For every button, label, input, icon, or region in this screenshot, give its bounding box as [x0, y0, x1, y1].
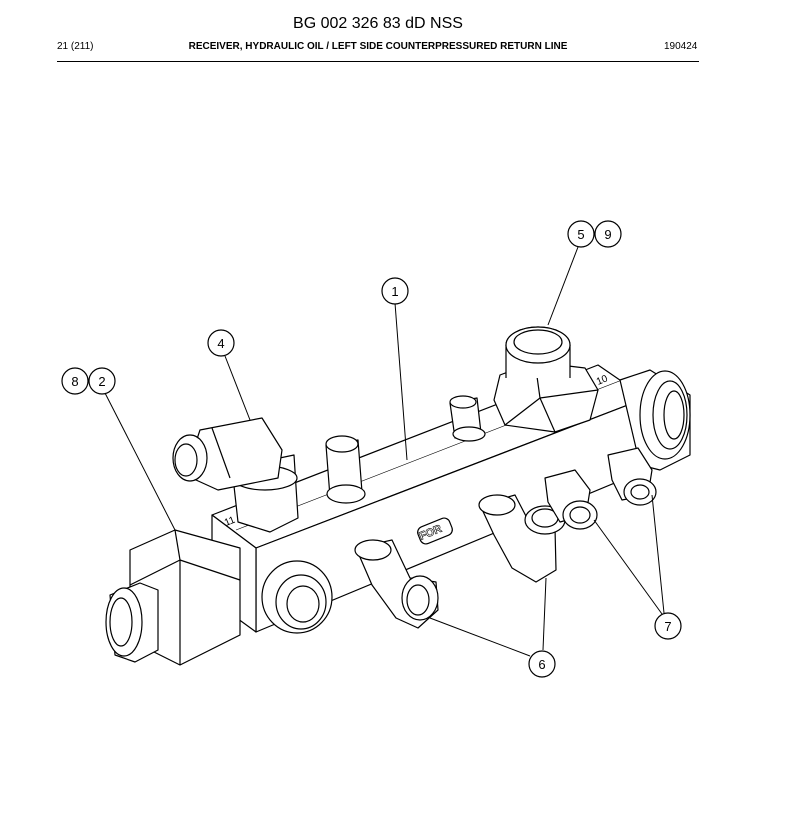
callout-6: 6: [528, 650, 556, 678]
small-hex-fitting-b: [607, 447, 657, 506]
large-hex-fitting: [493, 326, 599, 433]
callout-9: 8: [61, 367, 89, 395]
page-caption: RECEIVER, HYDRAULIC OIL / LEFT SIDE COUN…: [188, 41, 568, 52]
top-nipple-fitting: [449, 395, 486, 442]
callout-8: 9: [594, 220, 622, 248]
revision-date: 190424: [664, 41, 698, 52]
svg-text:2: 2: [98, 374, 105, 389]
top-small-fitting: [325, 435, 366, 504]
svg-text:8: 8: [71, 374, 78, 389]
callout-5: 5: [567, 220, 595, 248]
callout-1: 1: [381, 277, 409, 305]
svg-text:1: 1: [391, 284, 398, 299]
header-rule: [57, 61, 699, 62]
callout-4: 4: [207, 329, 235, 357]
document-title: BG 002 326 83 dD NSS: [293, 15, 463, 32]
port-marking-11: 11: [223, 515, 237, 529]
callout-2: 2: [88, 367, 116, 395]
svg-text:6: 6: [538, 657, 545, 672]
svg-text:7: 7: [664, 619, 671, 634]
port-marking-10: 10: [595, 373, 610, 388]
callout-7: 7: [654, 612, 682, 640]
leader-lines: [104, 246, 665, 657]
svg-text:9: 9: [604, 227, 611, 242]
angled-fitting-lower-left: [354, 539, 439, 629]
front-flange-port: [261, 560, 333, 634]
page-number: 21 (211): [57, 41, 94, 52]
svg-text:5: 5: [577, 227, 584, 242]
left-end-cap: [105, 582, 159, 663]
for-stamp-border: [417, 517, 453, 545]
small-hex-fitting-a: [544, 469, 598, 530]
elbow-fitting-top-left: [172, 417, 299, 533]
right-end-boss: [619, 369, 691, 471]
svg-text:4: 4: [217, 336, 224, 351]
